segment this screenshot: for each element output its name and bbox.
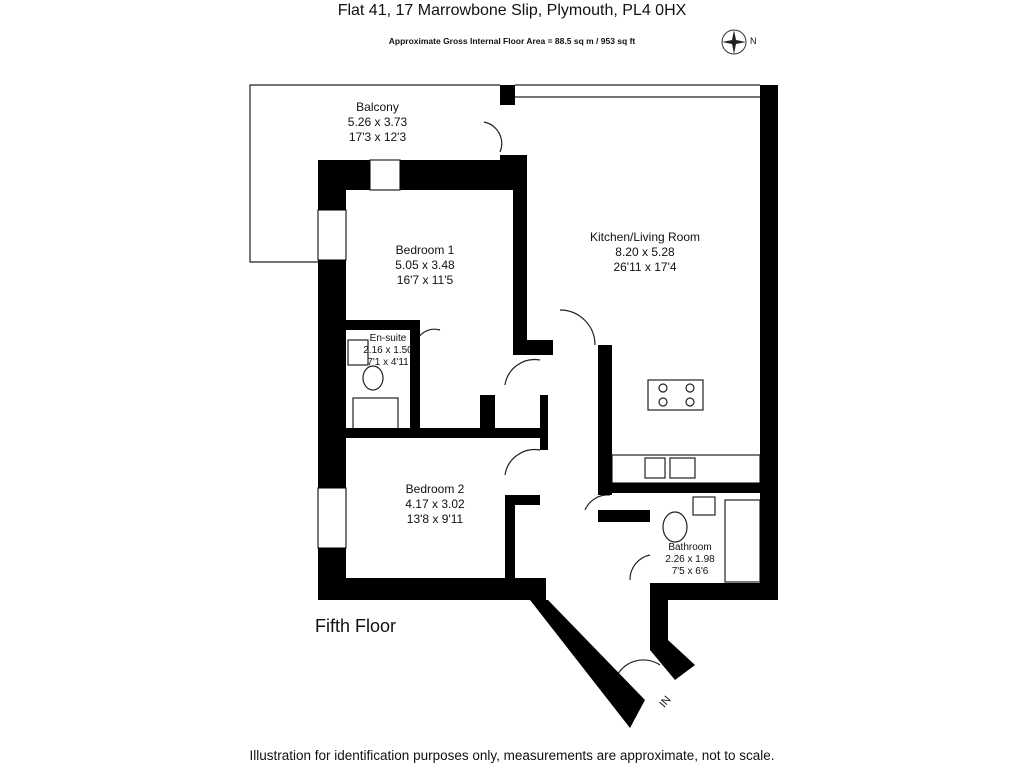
room-bathroom: Bathroom 2.26 x 1.98 7'5 x 6'6 [655,542,725,578]
room-metric: 2.26 x 1.98 [665,554,715,565]
floor-label: Fifth Floor [315,616,397,636]
room-name: Bedroom 2 [405,482,465,496]
room-en-suite: En-suite 2.16 x 1.50 7'1 x 4'11 [358,333,418,369]
room-metric: 2.16 x 1.50 [363,345,413,356]
room-metric: 5.05 x 3.48 [395,258,455,272]
room-metric: 5.26 x 3.73 [347,115,408,129]
balcony-outline [249,84,500,263]
room-imperial: 7'5 x 6'6 [671,566,709,577]
page-title: Flat 41, 17 Marrowbone Slip, Plymouth, P… [337,2,687,19]
room-imperial: 13'8 x 9'11 [406,512,464,526]
room-imperial: 26'11 x 17'4 [613,260,677,274]
room-balcony: Balcony 5.26 x 3.73 17'3 x 12'3 [330,100,425,145]
walls [318,85,778,728]
room-name: Bathroom [668,542,712,553]
room-imperial: 17'3 x 12'3 [348,130,407,144]
disclaimer: Illustration for identification purposes… [249,748,775,763]
compass-north-label: N [750,36,757,46]
room-bedroom-2: Bedroom 2 4.17 x 3.02 13'8 x 9'11 [385,482,485,527]
room-kitchen-living: Kitchen/Living Room 8.20 x 5.28 26'11 x … [570,230,720,275]
room-bedroom-1: Bedroom 1 5.05 x 3.48 16'7 x 11'5 [375,243,475,288]
room-name: En-suite [369,333,407,344]
room-imperial: 7'1 x 4'11 [367,357,409,368]
room-name: Balcony [356,100,399,114]
compass-icon: N [720,28,760,61]
room-imperial: 16'7 x 11'5 [396,273,454,287]
room-name: Bedroom 1 [395,243,455,257]
floor-area: Approximate Gross Internal Floor Area = … [388,36,636,46]
room-metric: 8.20 x 5.28 [615,245,675,259]
room-metric: 4.17 x 3.02 [405,497,465,511]
room-name: Kitchen/Living Room [589,230,701,244]
